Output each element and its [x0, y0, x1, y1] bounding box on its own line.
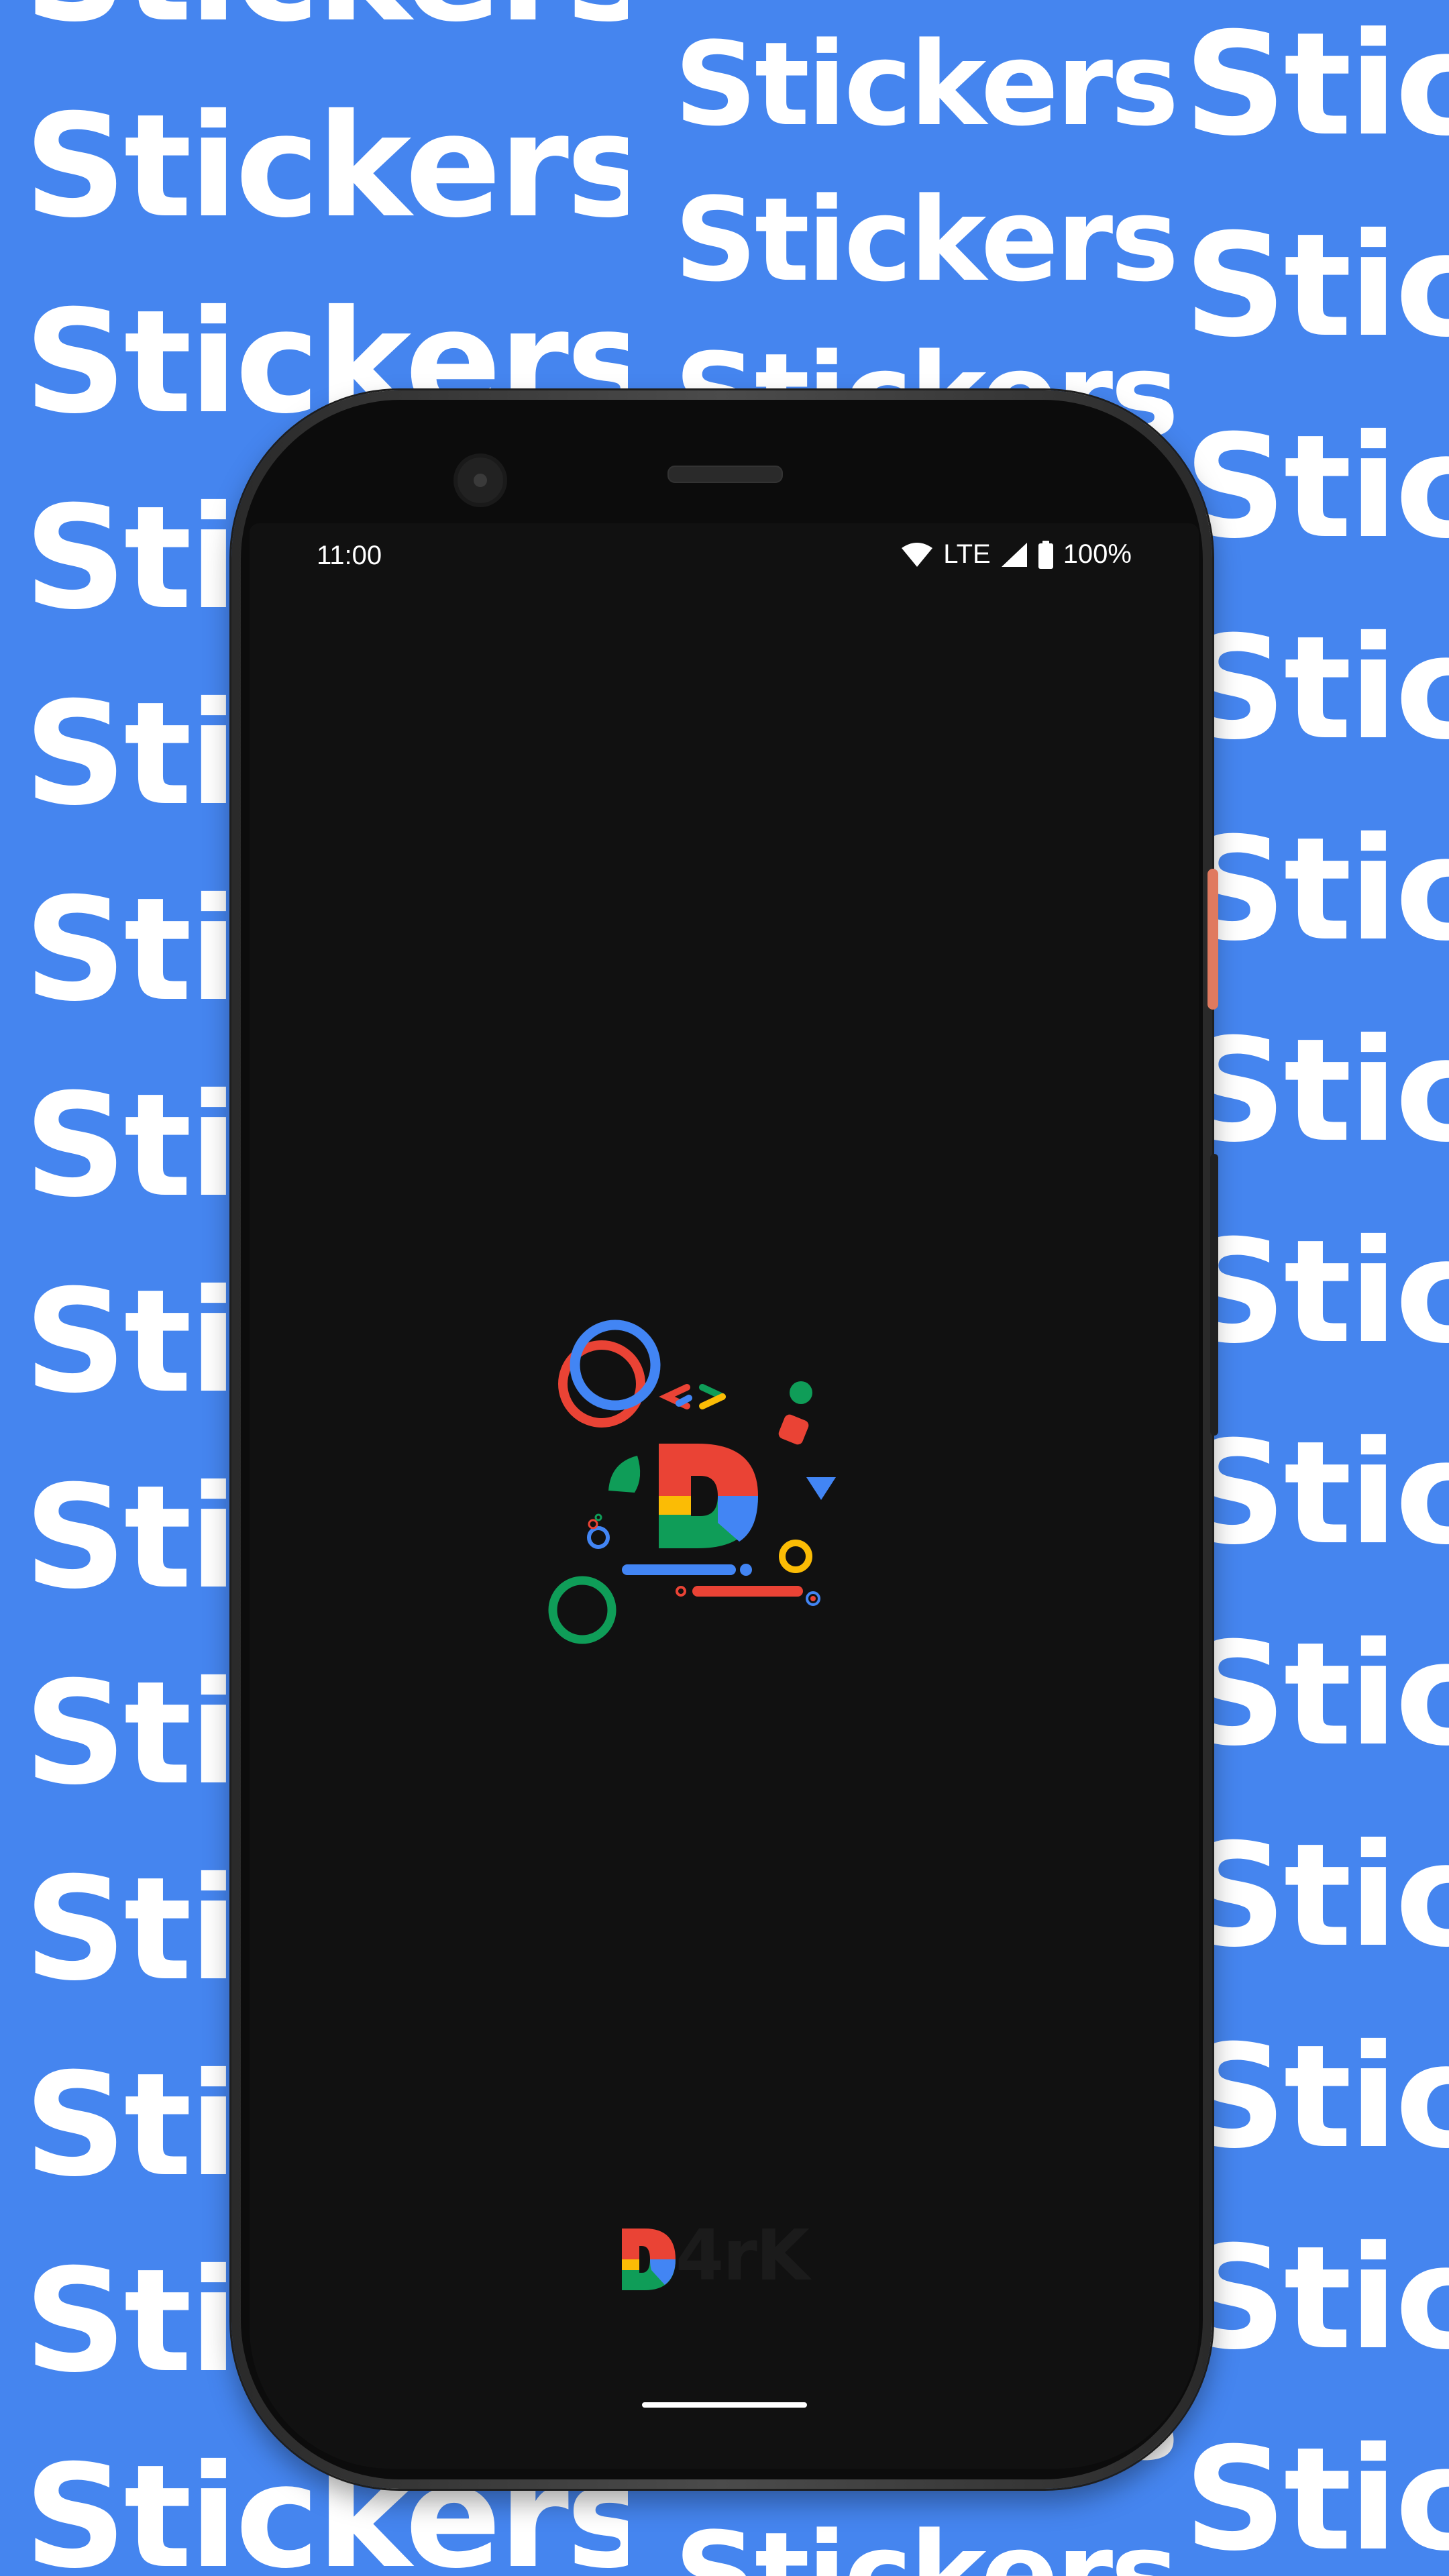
red-bar: [692, 1586, 803, 1597]
power-button: [1208, 869, 1218, 1010]
front-camera: [453, 453, 507, 507]
background-word: Stickers: [1184, 2416, 1449, 2576]
background-word: Stickers: [1184, 2014, 1449, 2180]
status-time: 11:00: [317, 541, 382, 570]
background-word: Stickers: [1184, 1, 1449, 167]
background-word: Stickers: [1184, 605, 1449, 771]
app-wordmark: 4rK: [622, 2214, 810, 2296]
background-word: Stickers: [674, 17, 1179, 152]
background-word: Stickers: [1184, 2215, 1449, 2381]
background-word: Stickers: [1184, 1209, 1449, 1375]
background-word: Stickers: [24, 0, 628, 42]
wordmark-text: 4rK: [676, 2214, 810, 2296]
network-type-label: LTE: [943, 539, 991, 569]
background-word: Stickers: [674, 172, 1179, 307]
blue-bar: [622, 1564, 736, 1575]
splash-logo: [548, 1320, 836, 1644]
background-word: Stickers: [1184, 806, 1449, 972]
background-word: Stickers: [1184, 1813, 1449, 1978]
green-dot: [790, 1381, 812, 1404]
red-square: [778, 1414, 809, 1445]
code-bracket-right-yellow: [699, 1393, 726, 1409]
green-ring: [548, 1576, 616, 1644]
background-word: Stickers: [674, 2507, 1179, 2576]
background-word: Stickers: [1184, 1410, 1449, 1576]
tiny-red-dot: [810, 1596, 816, 1601]
background-word: Stickers: [1184, 404, 1449, 570]
wifi-icon: [900, 541, 934, 568]
small-blue-ring: [587, 1526, 610, 1549]
battery-icon: [1038, 540, 1054, 569]
tiny-red-ring: [588, 1519, 598, 1529]
green-leaf: [608, 1456, 641, 1493]
background-word: Stickers: [1184, 203, 1449, 368]
battery-percent: 100%: [1063, 539, 1132, 569]
d-letter: [659, 1444, 758, 1548]
background-word: Stickers: [1184, 1008, 1449, 1173]
blue-bar-dot: [740, 1564, 752, 1576]
blue-ring: [570, 1320, 661, 1411]
background-word: Stickers: [24, 83, 628, 249]
yellow-ring: [779, 1540, 812, 1573]
status-icons: LTE 100%: [900, 539, 1132, 570]
volume-rocker: [1210, 1154, 1218, 1436]
wordmark-d-icon: [622, 2229, 676, 2290]
earpiece-speaker: [667, 466, 783, 483]
background-pattern-column-right: StickersStickersStickersStickersStickers…: [1184, 0, 1449, 2576]
small-red-ring: [676, 1586, 686, 1597]
tiny-green-ring: [594, 1513, 602, 1521]
background-word: Stickers: [1184, 1611, 1449, 1777]
red-ring: [558, 1340, 645, 1428]
home-gesture-bar[interactable]: [642, 2402, 807, 2408]
cell-signal-icon: [1000, 541, 1028, 568]
blue-triangle: [806, 1477, 836, 1500]
tiny-blue-ring: [806, 1591, 820, 1606]
phone-screen: 11:00 LTE 100%: [250, 523, 1199, 2469]
code-bracket-left-blue: [676, 1395, 692, 1407]
